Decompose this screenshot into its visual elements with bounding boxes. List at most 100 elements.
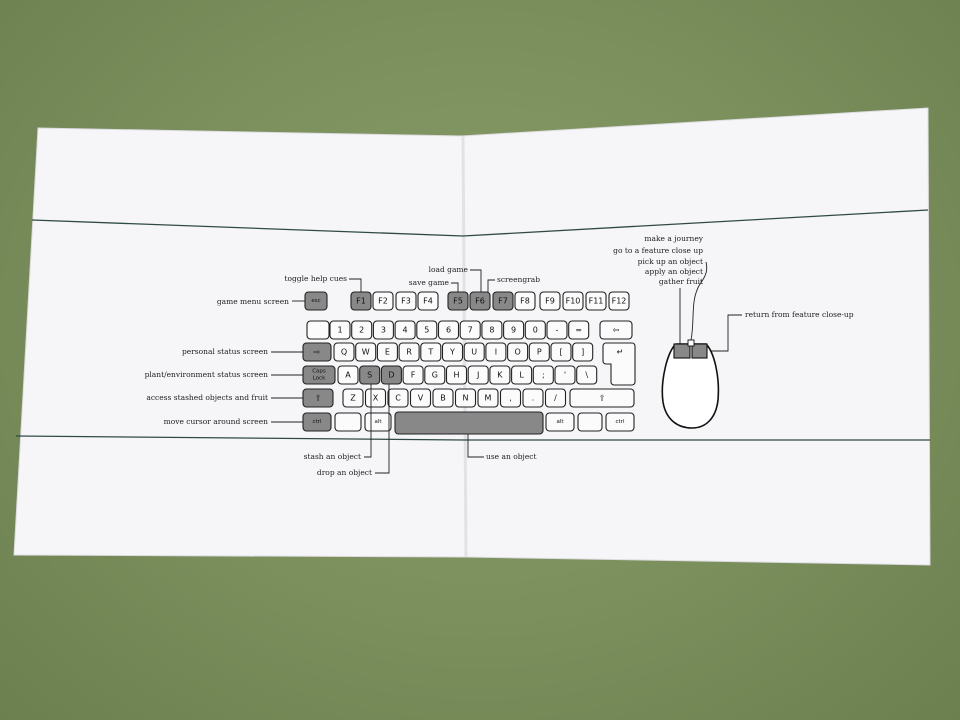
key-a-7: K [489, 365, 511, 385]
key-num-11: = [568, 320, 590, 340]
key-z-9-label: / [554, 394, 557, 403]
key-z-1-label: X [373, 394, 379, 403]
key-num-4: 5 [416, 320, 438, 340]
key-z-8-label: . [532, 394, 535, 403]
key-num-1-label: 2 [359, 326, 364, 335]
key-win-left [334, 412, 362, 432]
key-space [394, 411, 544, 435]
key-alt-left: alt [364, 412, 392, 432]
key-z-7: , [499, 388, 522, 408]
key-enter: ↵ [602, 342, 636, 386]
key-f8-cap [514, 291, 536, 311]
key-num-6-label: 7 [468, 326, 473, 335]
key-backspace: ⇦ [599, 320, 633, 340]
key-caps-lock-label-1: Caps [312, 369, 326, 375]
key-a-1-label: S [367, 371, 372, 380]
key-z-3-label: V [418, 394, 424, 403]
key-q-7-cap [485, 342, 507, 362]
key-alt-right-label: alt [556, 419, 564, 425]
key-f9-cap [539, 291, 561, 311]
key-q-10-cap [550, 342, 572, 362]
key-alt-right-cap [545, 412, 575, 432]
key-a-10-label: ' [564, 371, 566, 380]
label-stash: stash an object [304, 452, 361, 461]
key-f2: F2 [372, 291, 394, 311]
label-mouse-1: make a journey [644, 234, 703, 243]
key-z-9: / [544, 388, 567, 408]
key-num-8-cap [503, 320, 525, 340]
key-q-2-cap [376, 342, 398, 362]
key-f5-label: F5 [453, 297, 463, 306]
key-a-8-label: L [519, 371, 524, 380]
mouse-cable [690, 261, 708, 341]
label-load-game: load game [429, 265, 469, 274]
key-shift-left-label: ⇧ [315, 394, 322, 403]
key-q-2-label: E [385, 348, 390, 357]
key-q-3-label: R [406, 348, 412, 357]
key-z-8: . [522, 388, 544, 408]
key-q-11-label: ] [581, 348, 584, 357]
key-a-10: ' [554, 365, 576, 385]
key-q-6-label: U [471, 348, 477, 357]
key-num-10-cap [546, 320, 568, 340]
key-a-8-cap [511, 365, 533, 385]
key-num-8: 9 [503, 320, 525, 340]
key-a-11: \ [576, 365, 598, 385]
key-num-4-label: 5 [424, 326, 429, 335]
key-f6: F6 [469, 291, 491, 311]
key-z-3-cap [409, 388, 432, 408]
key-a-4-label: G [432, 371, 438, 380]
key-q-6-cap [463, 342, 485, 362]
key-q-9-label: P [537, 348, 542, 357]
key-num-7: 8 [481, 320, 503, 340]
key-z-5-cap [454, 388, 477, 408]
key-a-9-cap [532, 365, 554, 385]
key-f4-cap [417, 291, 439, 311]
key-num-1-cap [351, 320, 373, 340]
leader-toggle-help [349, 278, 362, 292]
key-a-7-label: K [497, 371, 503, 380]
key-a-11-cap [576, 365, 598, 385]
key-q-5-cap [441, 342, 464, 362]
key-num-11-label: = [575, 326, 582, 335]
label-access-stashed: access stashed objects and fruit [146, 393, 268, 402]
key-q-3: R [398, 342, 420, 362]
key-f12-label: F12 [612, 297, 627, 306]
key-num-6-cap [459, 320, 481, 340]
key-f6-label: F6 [475, 297, 485, 306]
label-save-game: save game [409, 278, 450, 287]
key-f12-cap [608, 291, 630, 311]
key-num-1: 2 [351, 320, 373, 340]
leader-drop [375, 384, 390, 474]
leader-mouse-right [707, 314, 742, 352]
key-alt-left-label: alt [374, 419, 382, 425]
key-q-2: E [376, 342, 398, 362]
key-win-right-cap [577, 412, 603, 432]
key-q-0-label: Q [341, 348, 347, 357]
key-q-10-label: [ [559, 348, 562, 357]
key-z-3: V [409, 388, 432, 408]
key-space-cap [394, 411, 544, 435]
key-q-4: T [420, 342, 442, 362]
key-a-4: G [424, 365, 446, 385]
mouse-diagram [661, 261, 720, 429]
key-z-0-label: Z [350, 394, 356, 403]
label-mouse-5: gather fruit [659, 277, 703, 286]
mouse-right-button [691, 343, 708, 359]
key-q-1: W [355, 342, 377, 362]
key-a-9: ; [532, 365, 554, 385]
key-z-1-cap [364, 388, 387, 408]
key-a-6-label: J [476, 371, 479, 380]
key-f4-label: F4 [423, 297, 433, 306]
key-num-5: 6 [437, 320, 460, 340]
key-a-1-cap [359, 365, 381, 385]
key-win-left-cap [334, 412, 362, 432]
key-a-1: S [359, 365, 381, 385]
key-z-7-cap [499, 388, 522, 408]
key-num-0-label: 1 [337, 326, 342, 335]
key-q-3-cap [398, 342, 420, 362]
label-personal-status: personal status screen [182, 347, 268, 356]
key-a-6: J [467, 365, 489, 385]
key-z-7-label: , [509, 394, 512, 403]
